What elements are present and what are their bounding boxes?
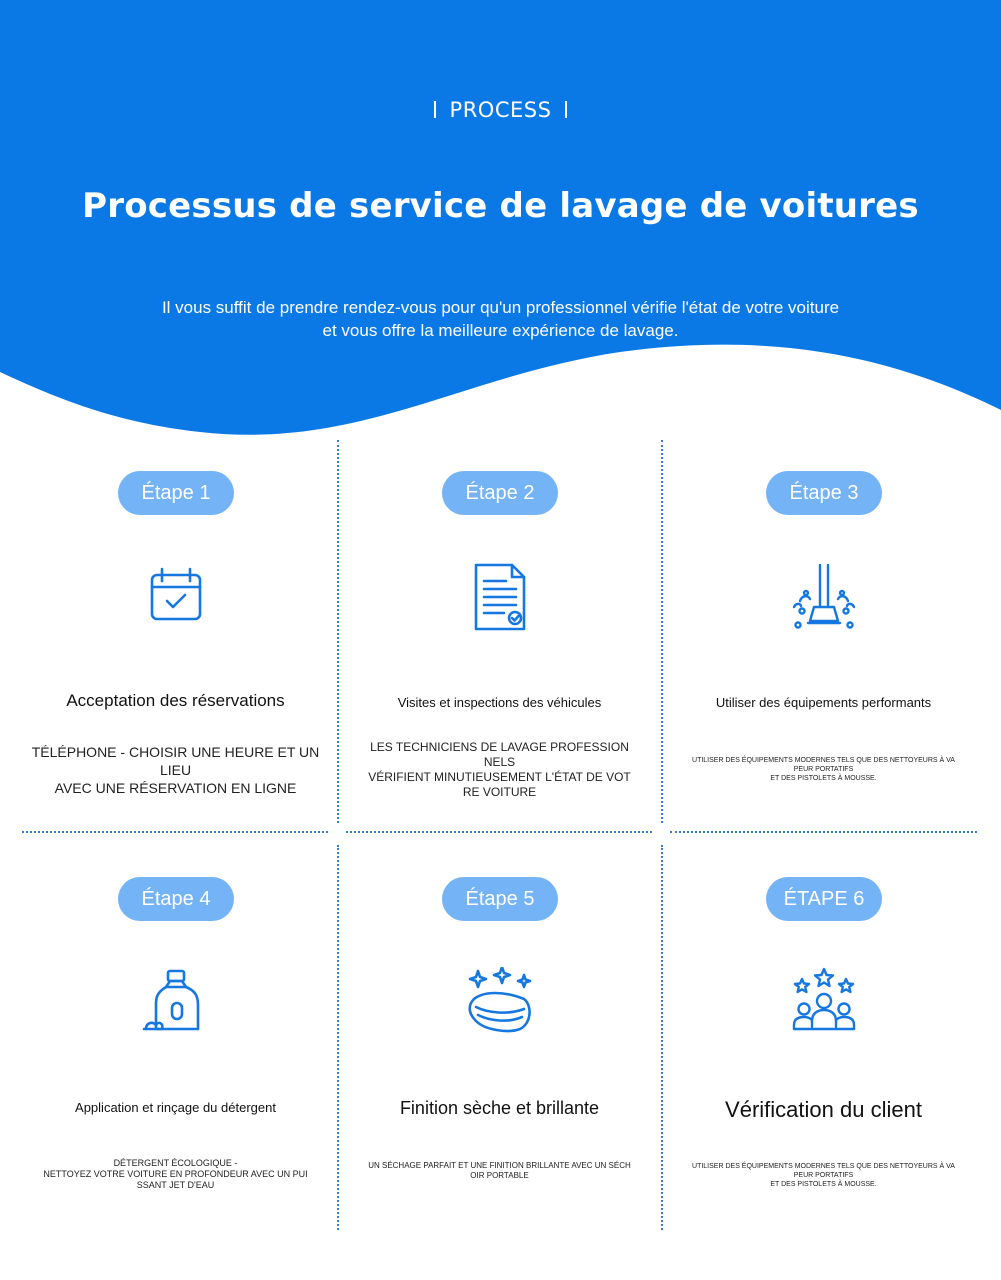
- grid-divider-vertical: [337, 845, 339, 1230]
- step-badge: Étape 4: [118, 877, 234, 921]
- step-description: UN SÉCHAGE PARFAIT ET UNE FINITION BRILL…: [368, 1161, 631, 1180]
- eyebrow-bar-right: [565, 101, 568, 118]
- page-title: Processus de service de lavage de voitur…: [82, 186, 919, 226]
- eyebrow-label: PROCESS: [449, 98, 552, 122]
- grid-divider-vertical: [661, 845, 663, 1230]
- step-title: Vérification du client: [725, 1097, 922, 1122]
- grid-divider-horizontal: [670, 831, 977, 833]
- grid-divider-vertical: [661, 440, 663, 823]
- section-eyebrow: PROCESS: [0, 98, 1001, 122]
- process-step-6: ÉTAPE 6 Vérification du client UTILISER …: [662, 877, 985, 1262]
- subtitle-line-2: et vous offre la meilleure expérience de…: [322, 321, 679, 340]
- pressure-washer-icon: [788, 561, 860, 633]
- process-step-2: Étape 2 Visites et inspections des véhic…: [338, 471, 661, 856]
- document-check-icon: [464, 561, 536, 633]
- grid-divider-vertical: [337, 440, 339, 823]
- process-step-3: Étape 3 Utiliser des équipements perform…: [662, 471, 985, 856]
- step-description: DÉTERGENT ÉCOLOGIQUE - NETTOYEZ VOTRE VO…: [43, 1158, 308, 1190]
- customer-rating-icon: [788, 967, 860, 1039]
- process-step-1: Étape 1 Acceptation des réservations TÉL…: [14, 471, 337, 856]
- process-step-4: Étape 4 Application et rinçage du déterg…: [14, 877, 337, 1262]
- step-badge: Étape 1: [118, 471, 234, 515]
- eyebrow-bar-left: [433, 101, 436, 118]
- grid-divider-horizontal: [22, 831, 328, 833]
- calendar-check-icon: [140, 561, 212, 633]
- step-title: Application et rinçage du détergent: [75, 1100, 276, 1115]
- step-badge: Étape 3: [766, 471, 882, 515]
- subtitle-line-1: Il vous suffit de prendre rendez-vous po…: [161, 298, 840, 317]
- step-description: UTILISER DES ÉQUIPEMENTS MODERNES TELS Q…: [692, 757, 955, 782]
- detergent-bottle-icon: [140, 967, 212, 1039]
- step-description: LES TECHNICIENS DE LAVAGE PROFESSIONNELS…: [368, 740, 631, 799]
- sparkling-towel-icon: [464, 967, 536, 1039]
- step-title: Acceptation des réservations: [66, 691, 285, 710]
- step-description: TÉLÉPHONE - CHOISIR UNE HEURE ET UN LIEU…: [31, 744, 320, 796]
- step-title: Utiliser des équipements performants: [715, 695, 932, 710]
- step-badge: Étape 5: [442, 877, 558, 921]
- step-badge: Étape 2: [442, 471, 558, 515]
- step-badge: ÉTAPE 6: [766, 877, 882, 921]
- grid-divider-horizontal: [346, 831, 652, 833]
- process-step-5: Étape 5 Finition sèche et brillante UN S…: [338, 877, 661, 1262]
- hero-wave-background: [0, 0, 1001, 435]
- step-description: UTILISER DES ÉQUIPEMENTS MODERNES TELS Q…: [692, 1163, 955, 1188]
- step-title: Finition sèche et brillante: [399, 1098, 600, 1118]
- step-title: Visites et inspections des véhicules: [397, 695, 602, 710]
- page-subtitle: Il vous suffit de prendre rendez-vous po…: [80, 296, 921, 342]
